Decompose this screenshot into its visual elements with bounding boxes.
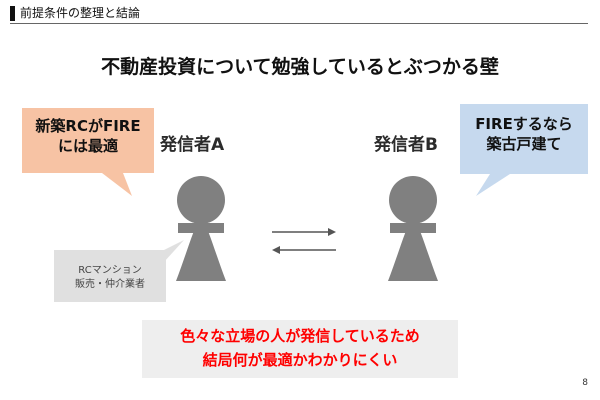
header-accent-bar bbox=[10, 6, 15, 21]
speech-bubble-a bbox=[22, 108, 154, 196]
conclusion-text: 色々な立場の人が発信しているため 結局何が最適かわかりにくい bbox=[180, 327, 420, 369]
bubble-a-text: 新築RCがFIRE には最適 bbox=[35, 117, 141, 155]
slide-title: 不動産投資について勉強しているとぶつかる壁 bbox=[101, 56, 499, 78]
exchange-arrows-icon bbox=[272, 228, 336, 254]
person-b-label: 発信者B bbox=[374, 135, 438, 155]
note-text: RCマンション 販売・仲介業者 bbox=[75, 265, 145, 290]
header-divider bbox=[10, 23, 588, 24]
page-number: 8 bbox=[582, 378, 588, 388]
note-box bbox=[54, 240, 184, 302]
person-a-label: 発信者A bbox=[160, 135, 225, 155]
conclusion-box bbox=[142, 320, 458, 378]
bubble-b-text: FIREするなら 築古戸建て bbox=[475, 115, 573, 153]
speech-bubble-b bbox=[460, 104, 588, 196]
person-b-icon bbox=[388, 176, 438, 281]
header-title: 前提条件の整理と結論 bbox=[20, 6, 141, 20]
person-a-icon bbox=[176, 176, 226, 281]
